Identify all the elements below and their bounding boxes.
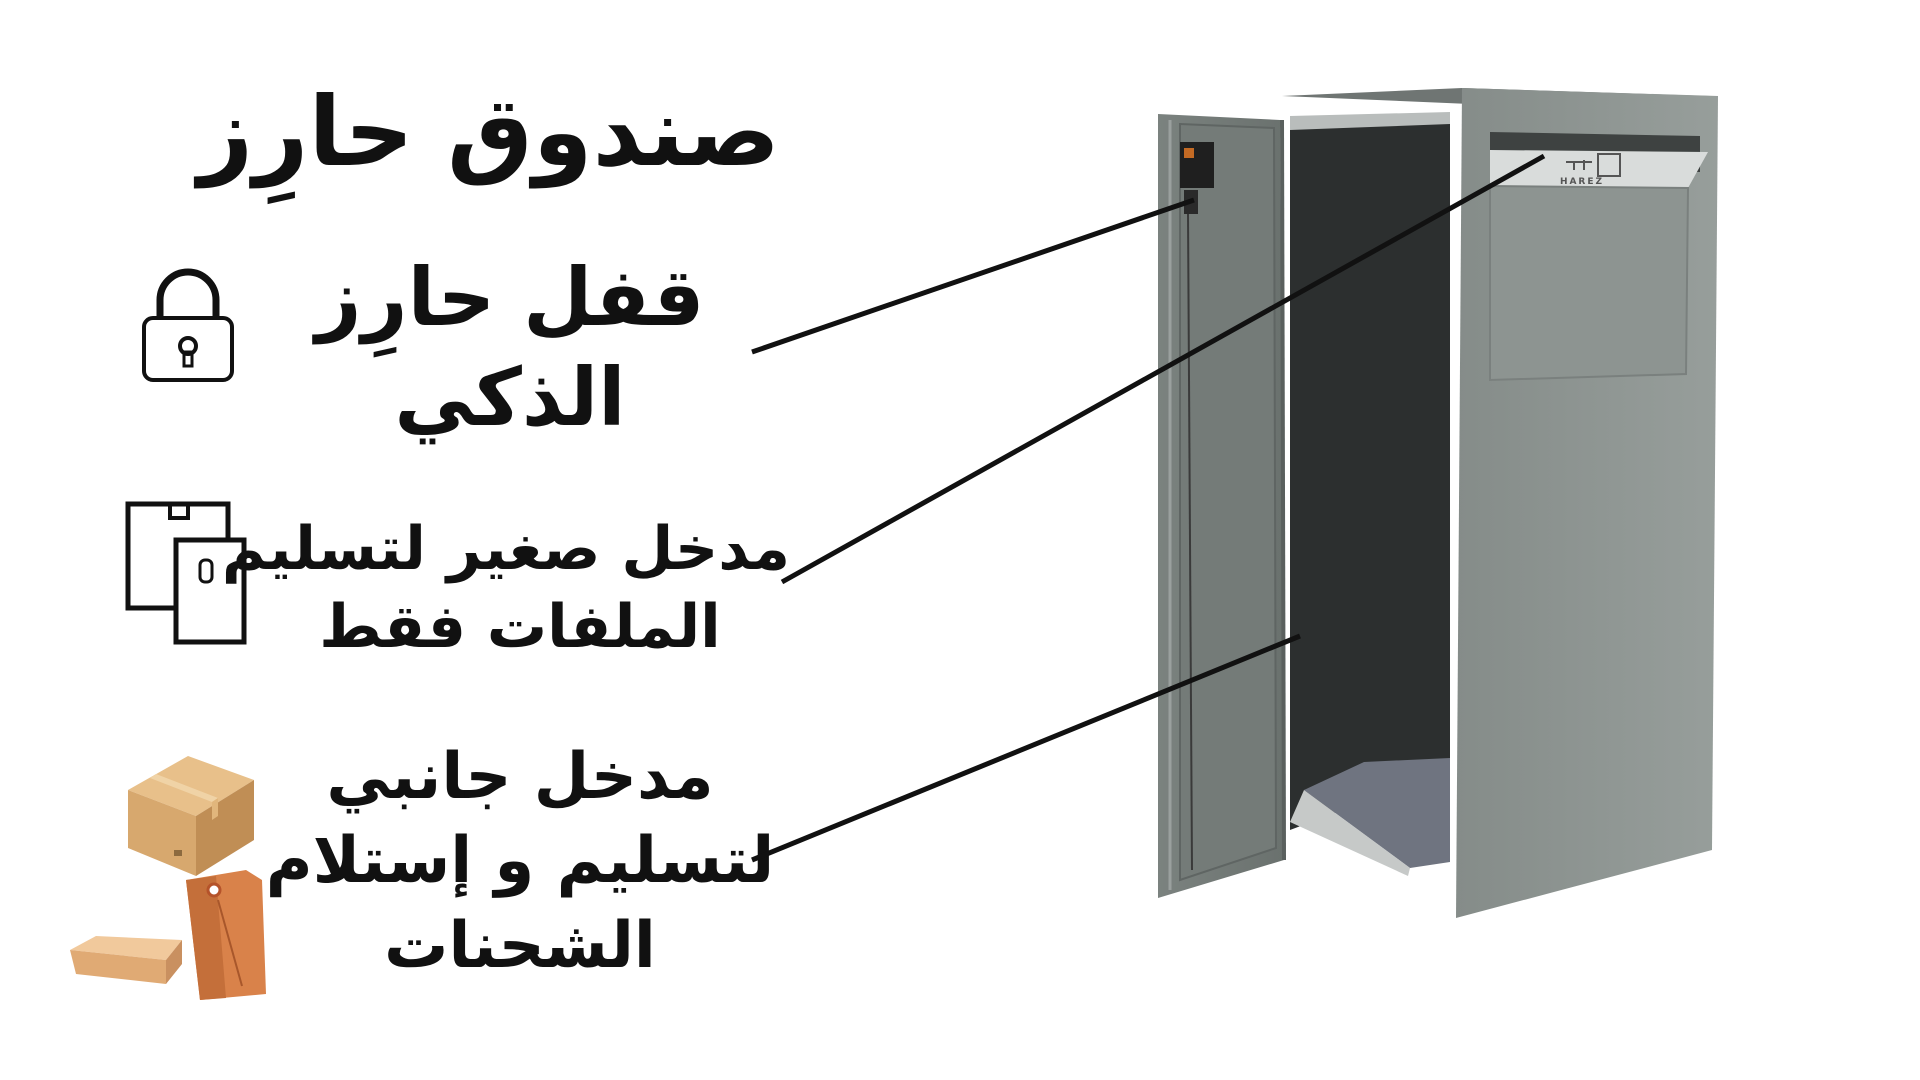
documents-icon [124, 500, 248, 646]
mailbox-interior [1290, 116, 1450, 830]
feature-line: قفل حارِز [315, 251, 705, 344]
callout-document-slot [780, 153, 1546, 585]
feature-line: مدخل صغير لتسليم [221, 514, 790, 584]
feature-line: لتسليم و إستلام [265, 824, 775, 899]
feature-line: الذكي [394, 351, 626, 444]
brand-logo [1566, 153, 1621, 177]
feature-parcel-door: مدخل جانبي لتسليم و إستلام الشحنات [260, 735, 780, 988]
callout-side-door [751, 633, 1301, 863]
feature-smart-lock: قفل حارِز الذكي [300, 248, 720, 448]
interior-carpet [1304, 758, 1450, 868]
feature-line: مدخل جانبي [326, 740, 714, 814]
feature-line: الشحنات [384, 908, 656, 983]
brand-latin: HAREZ [1560, 177, 1604, 187]
parcels-icon [66, 750, 280, 1000]
page-title: صندوق حارِز [197, 76, 780, 188]
padlock-icon [138, 262, 238, 386]
feature-document-slot: مدخل صغير لتسليم الملفات فقط [221, 510, 790, 666]
feature-line: الملفات فقط [319, 592, 721, 662]
callout-lock [751, 197, 1195, 355]
